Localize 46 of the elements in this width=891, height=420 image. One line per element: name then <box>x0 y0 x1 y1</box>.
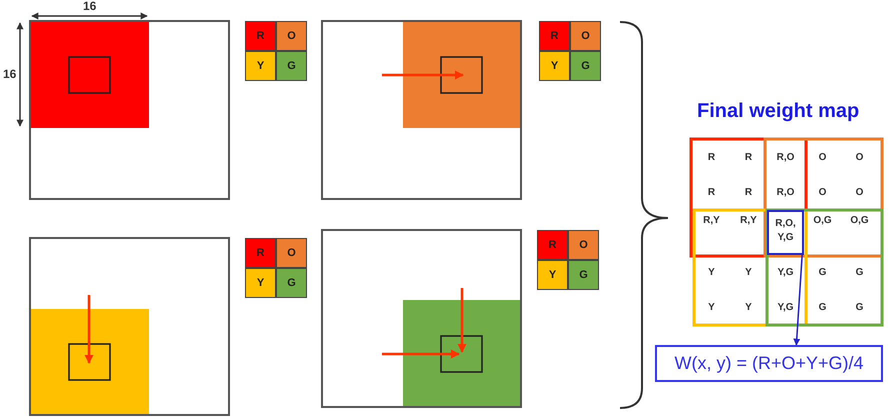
weight-label: Y <box>708 303 715 313</box>
weight-label: G <box>818 268 826 278</box>
key-tile: Y <box>245 51 276 81</box>
key-tile: G <box>568 260 599 290</box>
dimension-label: 16 <box>83 0 96 12</box>
weight-label: O <box>856 153 864 163</box>
weight-label: O,G <box>813 216 832 226</box>
weight-label: O,G <box>850 216 869 226</box>
key-tile: G <box>276 268 307 298</box>
weight-label: R <box>708 188 716 198</box>
weight-label: R <box>708 153 716 163</box>
highlight-box: R,O, Y,G <box>767 210 804 255</box>
key-tile: R <box>245 21 276 51</box>
weight-label: Y,G <box>777 303 794 313</box>
weight-label: R,Y <box>703 216 720 226</box>
heading: Final weight map <box>697 101 860 121</box>
key-tile: Y <box>539 51 570 81</box>
leader-line <box>793 254 803 346</box>
key-tile: G <box>570 51 601 81</box>
key-tile: G <box>276 51 307 81</box>
key-tile: R <box>539 21 570 51</box>
weight-label: Y <box>745 303 752 313</box>
key-tile: O <box>568 230 599 260</box>
weight-label: G <box>856 303 864 313</box>
weight-label: R,Y <box>740 216 757 226</box>
key-tile: Y <box>537 260 568 290</box>
weight-label: O <box>818 188 826 198</box>
weight-label: Y,G <box>777 268 794 278</box>
dimension-label: 16 <box>3 68 16 80</box>
key-tile: O <box>276 21 307 51</box>
weight-label: R,O <box>776 153 794 163</box>
key-tile: R <box>537 230 568 260</box>
formula-box: W(x, y) = (R+O+Y+G)/4 <box>655 345 883 382</box>
weight-label: R,O <box>776 188 794 198</box>
weight-label: G <box>856 268 864 278</box>
weight-label: R <box>744 153 752 163</box>
weight-label: G <box>818 303 826 313</box>
weight-label: O <box>818 153 826 163</box>
weight-label: O <box>856 188 864 198</box>
key-tile: Y <box>245 268 276 298</box>
weight-label: Y <box>745 268 752 278</box>
weight-label: R <box>744 188 752 198</box>
key-tile: O <box>276 238 307 268</box>
key-tile: R <box>245 238 276 268</box>
weight-label: Y <box>708 268 715 278</box>
key-tile: O <box>570 21 601 51</box>
